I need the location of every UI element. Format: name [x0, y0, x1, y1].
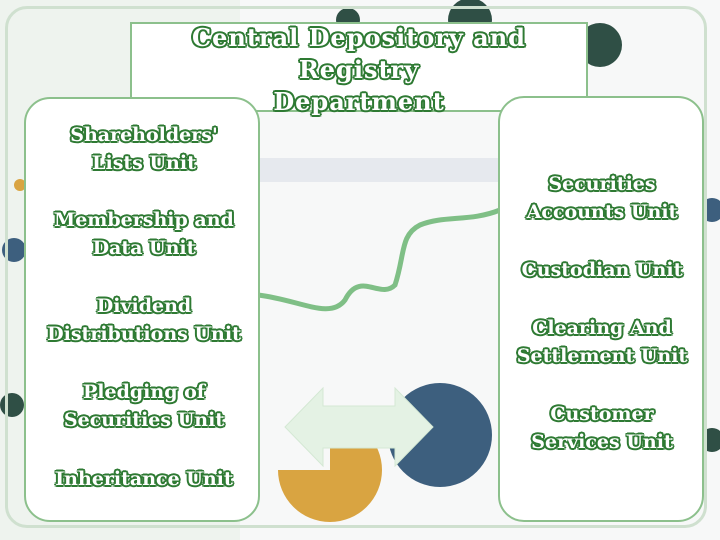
right-units-panel: Securities Accounts Unit Custodian Unit …	[498, 96, 704, 522]
double-arrow-icon	[284, 386, 434, 468]
left-units-panel: Shareholders' Lists Unit Membership and …	[24, 97, 260, 522]
unit-pledging-securities: Pledging of Securities Unit	[63, 381, 225, 431]
unit-securities-accounts: Securities Accounts Unit	[526, 173, 678, 223]
unit-clearing-settlement: Clearing And Settlement Unit	[516, 317, 688, 367]
unit-custodian: Custodian Unit	[521, 259, 683, 281]
unit-inheritance: Inheritance Unit	[55, 468, 233, 490]
unit-dividend-distributions: Dividend Distributions Unit	[47, 295, 241, 345]
department-title: Central Depository and Registry Departme…	[192, 23, 526, 116]
unit-customer-services: Customer Services Unit	[531, 403, 673, 453]
unit-shareholders-lists: Shareholders' Lists Unit	[70, 124, 218, 174]
unit-membership-data: Membership and Data Unit	[54, 209, 234, 259]
